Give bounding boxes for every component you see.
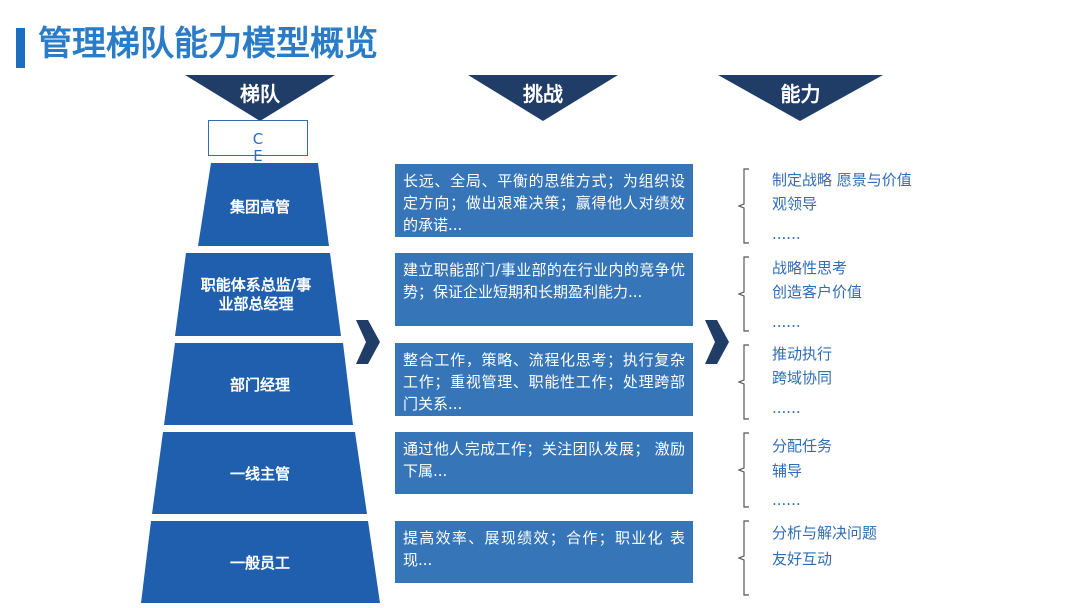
bracket-icon: [738, 256, 749, 332]
ability-item: ......: [772, 225, 801, 243]
ability-item: ......: [772, 399, 801, 417]
title-accent-bar: [16, 28, 25, 68]
tier-shape-employee: [141, 521, 380, 603]
tier-label-employee: 一般员工: [229, 554, 290, 572]
ability-item: 友好互动: [772, 550, 833, 568]
tier-shape-executive: [198, 163, 329, 246]
tier-shape-director: [175, 253, 341, 336]
bracket-icon: [738, 520, 749, 596]
ceo-box: CEO: [208, 120, 308, 182]
tier-shape-manager: [164, 343, 353, 425]
ability-item: 分析与解决问题: [772, 524, 878, 542]
challenge-box-supervisor: 通过他人完成工作；关注团队发展； 激励下属...: [395, 432, 693, 494]
challenge-box-director: 建立职能部门/事业部的在行业内的竞争优势；保证企业短期和长期盈利能力...: [395, 253, 693, 326]
tier-shape-supervisor: [152, 432, 367, 514]
challenge-box-employee: 提高效率、展现绩效；合作；职业化 表现...: [395, 521, 693, 583]
ability-item: 战略性思考: [772, 259, 848, 277]
header-ability-label: 能力: [780, 82, 821, 106]
ability-item: 创造客户价值: [772, 283, 863, 301]
bracket-icon: [738, 168, 749, 244]
ability-item: ......: [772, 313, 801, 331]
header-challenge-label: 挑战: [523, 82, 563, 106]
page-title: 管理梯队能力模型概览: [38, 24, 378, 64]
tier-label-director: 职能体系总监/事 业部总经理: [200, 276, 312, 313]
arrow-right-icon: [356, 320, 380, 364]
tier-label-supervisor: 一线主管: [229, 465, 290, 483]
ability-item: 制定战略 愿景与价值观领导: [772, 171, 912, 213]
arrow-right-icon: [705, 320, 729, 364]
ability-item: 辅导: [772, 462, 803, 480]
challenge-box-executive: 长远、全局、平衡的思维方式；为组织设定方向；做出艰难决策；赢得他人对绩效的承诺.…: [395, 164, 693, 237]
ability-item: 推动执行: [772, 345, 833, 363]
ability-item: 跨域协同: [772, 369, 833, 387]
bracket-icon: [738, 344, 749, 420]
tier-label-manager: 部门经理: [229, 376, 290, 394]
header-ladder-label: 梯队: [240, 82, 280, 106]
ability-item: 分配任务: [772, 437, 833, 455]
tier-label-executive: 集团高管: [229, 198, 290, 216]
ability-item: ......: [772, 491, 801, 509]
bracket-icon: [738, 432, 749, 508]
challenge-box-manager: 整合工作，策略、流程化思考；执行复杂工作；重视管理、职能性工作；处理跨部门关系.…: [395, 343, 693, 416]
